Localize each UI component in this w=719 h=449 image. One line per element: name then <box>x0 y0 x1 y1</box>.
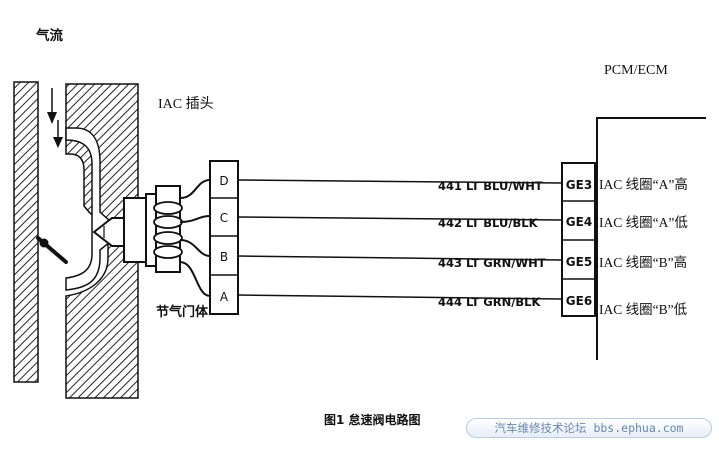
wire-code-443: 443 LT GRN/WHT <box>438 256 546 270</box>
wire-code-441: 441 LT BLU/WHT <box>438 179 543 193</box>
iac-connector-body <box>155 185 181 273</box>
iac-plug: D C B A <box>209 160 239 315</box>
function-coil-b-high: IAC 线圈“B”高 <box>599 254 687 270</box>
wire-443 <box>237 255 563 261</box>
bypass-air-passage <box>65 127 124 291</box>
wire-code-442: 442 LT BLU/BLK <box>438 216 539 230</box>
throttle-shaft <box>39 238 49 248</box>
iac-motor-flange <box>145 193 157 267</box>
connector-ridge-3 <box>153 231 183 245</box>
harness-lead-b <box>179 239 211 257</box>
pcm-module-boundary <box>596 117 706 360</box>
pin-label-c: C <box>220 211 228 225</box>
connector-ridge-1 <box>153 201 183 215</box>
harness-lead-a <box>179 261 211 297</box>
pin-label-a: A <box>220 290 229 304</box>
function-coil-a-high: IAC 线圈“A”高 <box>599 176 688 192</box>
wire-442 <box>237 216 563 221</box>
pin-label-d: D <box>219 174 228 188</box>
wire-code-444: 444 LT GRN/BLK <box>438 295 541 309</box>
harness-lead-c <box>179 215 211 223</box>
figure-caption: 图1 怠速阀电路图 <box>324 412 421 427</box>
harness-lead-d <box>179 179 211 199</box>
watermark-badge: 汽车维修技术论坛 bbs.ephua.com <box>466 418 712 438</box>
function-coil-a-low: IAC 线圈“A”低 <box>599 215 688 230</box>
intake-wall <box>13 81 39 383</box>
terminal-ge6: GE6 <box>566 294 592 308</box>
wire-444 <box>237 294 563 300</box>
iac-plug-label: IAC 插头 <box>158 96 214 112</box>
pcm-label: PCM/ECM <box>604 63 668 78</box>
iac-motor-body <box>123 197 147 263</box>
throttle-body-label: 节气门体 <box>156 304 209 320</box>
airflow-arrowhead-2 <box>53 137 63 148</box>
function-coil-b-low: IAC 线圈“B”低 <box>599 302 688 317</box>
wire-441 <box>237 179 563 184</box>
terminal-ge5: GE5 <box>566 255 592 269</box>
terminal-ge3: GE3 <box>566 178 592 192</box>
airflow-arrowhead <box>47 112 57 124</box>
airflow-label: 气流 <box>35 27 63 44</box>
terminal-ge4: GE4 <box>566 215 592 229</box>
pcm-terminal-block: GE3 GE4 GE5 GE6 <box>561 162 596 317</box>
pin-label-b: B <box>220 250 228 264</box>
connector-ridge-2 <box>153 215 183 229</box>
connector-ridge-4 <box>153 245 183 259</box>
